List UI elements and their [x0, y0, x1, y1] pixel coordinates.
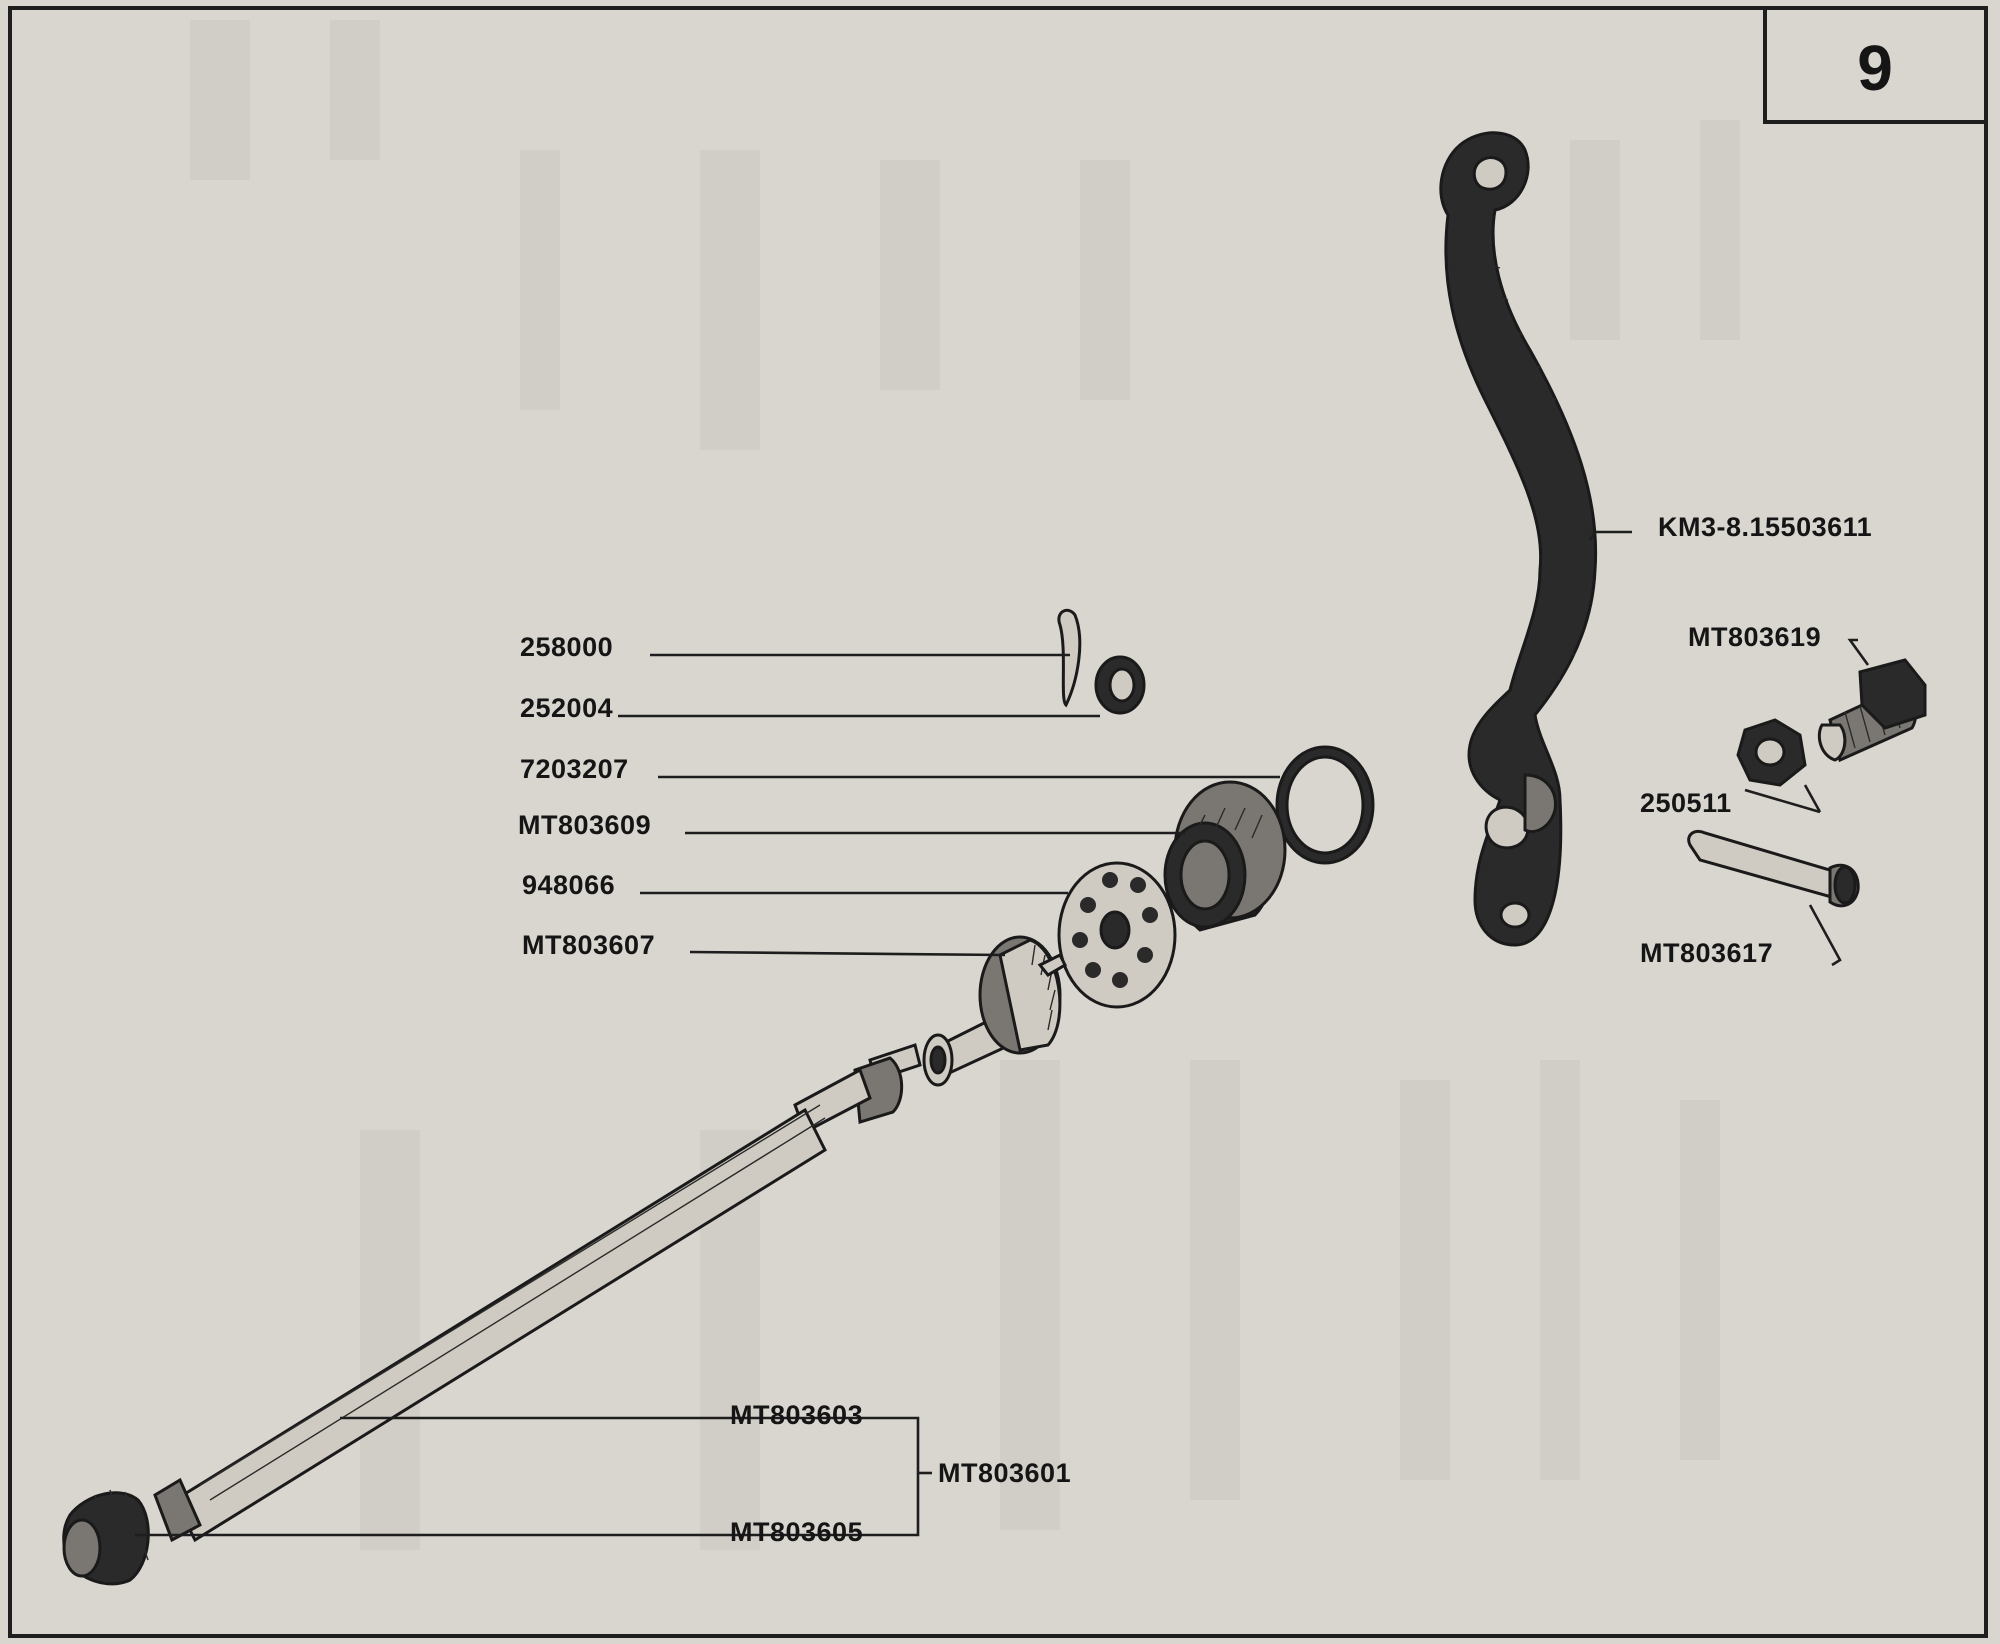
coupling-disc-part: [1057, 861, 1177, 1009]
steering-arm-part: [1439, 131, 1598, 947]
label-mt803617: MT803617: [1640, 938, 1773, 968]
label-948066: 948066: [522, 870, 615, 900]
label-mt803609: MT803609: [518, 810, 651, 840]
bushing-part: [1163, 780, 1287, 932]
retaining-ring-part: [1275, 745, 1375, 865]
pin-part: [1687, 829, 1860, 908]
page-frame: [8, 6, 1988, 1638]
label-mt803619: MT803619: [1688, 622, 1821, 652]
label-mt803603: MT803603: [730, 1400, 863, 1430]
shaft-part: [62, 1043, 922, 1586]
label-258000: 258000: [520, 632, 613, 662]
leader-lines: [135, 530, 1870, 1537]
label-mt803601: MT803601: [938, 1458, 1071, 1488]
label-250511: 250511: [1640, 788, 1732, 818]
label-mt803605: MT803605: [730, 1517, 863, 1547]
label-7203207: 7203207: [520, 754, 629, 784]
flange-part: [922, 935, 1067, 1087]
cotter-pin-part: [1057, 608, 1082, 708]
page-number-box: 9: [1763, 10, 1986, 124]
bleed-through-texture: [190, 20, 1740, 1550]
label-252004: 252004: [520, 693, 613, 723]
label-mt803607: MT803607: [522, 930, 655, 960]
nut-part: [1736, 718, 1807, 787]
page-number: 9: [1857, 32, 1893, 104]
part-labels: 258000 252004 7203207 MT803609 948066 MT…: [518, 512, 1872, 1547]
bolt-part: [1817, 658, 1927, 763]
washer-part: [1094, 655, 1146, 715]
label-km3-8-15503611: KM3-8.15503611: [1658, 512, 1872, 542]
